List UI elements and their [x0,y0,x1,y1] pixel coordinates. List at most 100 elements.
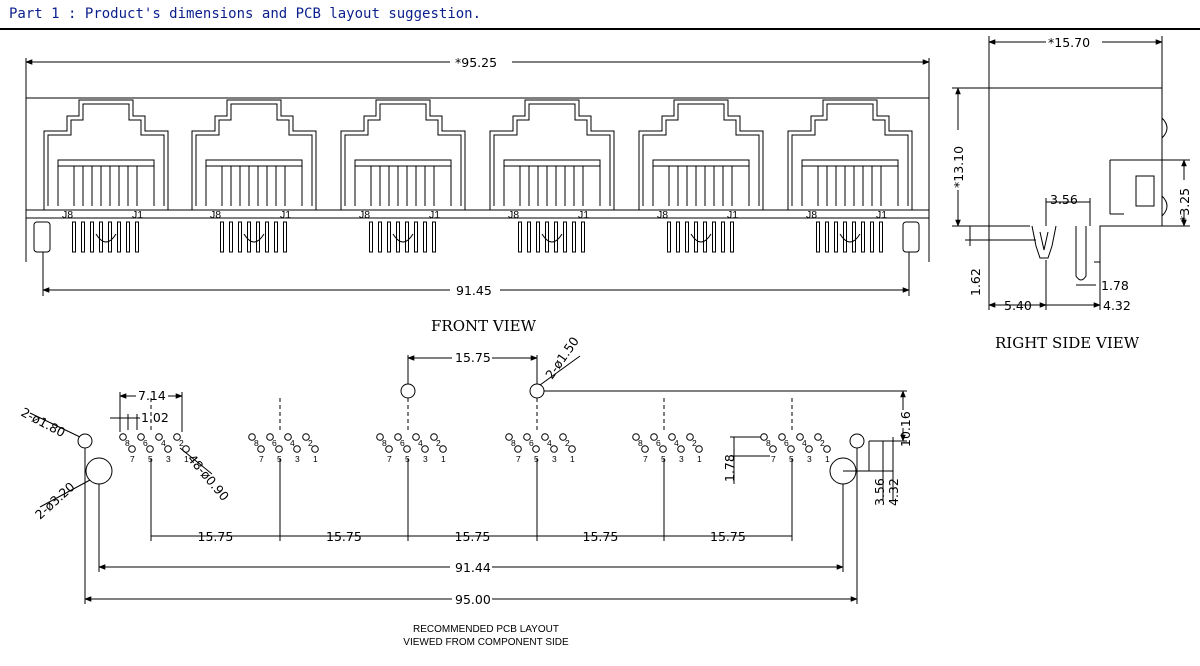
front-pin [274,221,278,253]
side-latch-top [1161,117,1168,139]
pcb-pin-hole [439,445,447,453]
pcb-pin-number: 7 [771,454,776,464]
front-pin [730,221,734,253]
pcb-pin-number: 8 [511,438,516,448]
pcb-pin-number: 7 [130,454,135,464]
front-pin [676,221,680,253]
pcb-pin-hole [514,445,522,453]
pcb-pin-number: 4 [547,438,552,448]
side-body-outline [989,87,1163,263]
pcb-pin-number: 8 [254,438,259,448]
port-outline [787,99,913,210]
page-header: Part 1 : Product's dimensions and PCB la… [0,0,1200,30]
pcb-pin-hole [532,445,540,453]
pcb-pin-hole [293,445,301,453]
pcb-pin-number: 2 [820,438,825,448]
pcb-pin-hole [421,445,429,453]
front-pin [256,221,260,253]
pcb-pin-number: 4 [161,438,166,448]
front-pin [423,221,427,253]
pcb-pin-hole [796,433,804,441]
part-label: Part 1 [9,6,60,22]
pcb-pin-hole [137,433,145,441]
front-pin [135,221,139,253]
front-right-peg [902,221,920,253]
pcb-mount-row-2-label: 4.32 [886,478,901,506]
pcb-pin-hole [403,445,411,453]
pin-bend [690,233,712,243]
pcb-small-hole-right [529,383,545,399]
pcb-pin-number: 1 [313,454,318,464]
pcb-group-width-label: 7.14 [138,388,166,403]
pcb-pin-hole [632,433,640,441]
pcb-pin-number: 6 [400,438,405,448]
port-label-j1: J1 [132,209,143,221]
header-separator: : [68,6,77,22]
front-pin [283,221,287,253]
pcb-pin-hole [641,445,649,453]
pcb-pin-number: 8 [766,438,771,448]
side-peg-slot [1039,231,1049,251]
port-label-j8: J8 [508,209,519,221]
front-pin [694,221,698,253]
pcb-pin-hole [284,433,292,441]
pcb-pin-pitch-label: 1.02 [141,410,169,425]
front-left-peg [33,221,51,253]
pcb-row-offset-label: 1.78 [722,454,737,482]
side-view-caption: RIGHT SIDE VIEW [995,334,1140,352]
front-housing [25,97,930,211]
pcb-pin-number: 3 [423,454,428,464]
pcb-pin-hole-leader [179,447,213,475]
front-pin [238,221,242,253]
pcb-pin-number: 1 [697,454,702,464]
pcb-pitch-label: 15.75 [583,529,619,544]
port-label-j1: J1 [280,209,291,221]
pcb-pin-hole [695,445,703,453]
port-label-j8: J8 [806,209,817,221]
pcb-pin-holes-label: 48-ø0.90 [185,451,232,503]
pcb-pin-hole [119,433,127,441]
port-contact-area [801,159,899,206]
front-pin [703,221,707,253]
front-pin [378,221,382,253]
port-contact-area [354,159,452,206]
front-pin [265,221,269,253]
port-label-j8: J8 [657,209,668,221]
pcb-locating-hole-label: 2-ø1.80 [19,404,68,440]
pcb-pin-number: 7 [516,454,521,464]
side-peg [1031,225,1057,259]
pcb-pin-number: 4 [674,438,679,448]
pcb-layout: 8765432187654321876543218765432187654321… [29,355,907,604]
pcb-pin-number: 8 [125,438,130,448]
pcb-pin-number: 7 [643,454,648,464]
pcb-pin-hole [823,445,831,453]
pcb-vertical-offset-label: 10.16 [898,411,913,447]
front-pin [99,221,103,253]
port-inner-outline [195,103,313,206]
side-front-offset-label: 5.40 [1004,298,1032,313]
port-inner-outline [47,103,165,206]
front-pin [816,221,820,253]
pcb-pin-hole [568,445,576,453]
pcb-pin-hole [302,433,310,441]
front-pin [247,221,251,253]
front-pin [563,221,567,253]
port-outline [43,99,169,210]
pin-bend [541,233,563,243]
pcb-pin-number: 3 [166,454,171,464]
pcb-pin-hole [376,433,384,441]
pcb-pin-hole [805,445,813,453]
port-outline [638,99,764,210]
pcb-caption-line2: VIEWED FROM COMPONENT SIDE [403,637,569,648]
pcb-pin-hole [146,445,154,453]
port-contact-area [57,159,155,206]
pcb-pin-hole [659,445,667,453]
front-pin [536,221,540,253]
side-depth-label: *15.70 [1048,35,1090,50]
pcb-pin-hole [164,445,172,453]
pcb-pin-number: 6 [143,438,148,448]
front-pin [229,221,233,253]
